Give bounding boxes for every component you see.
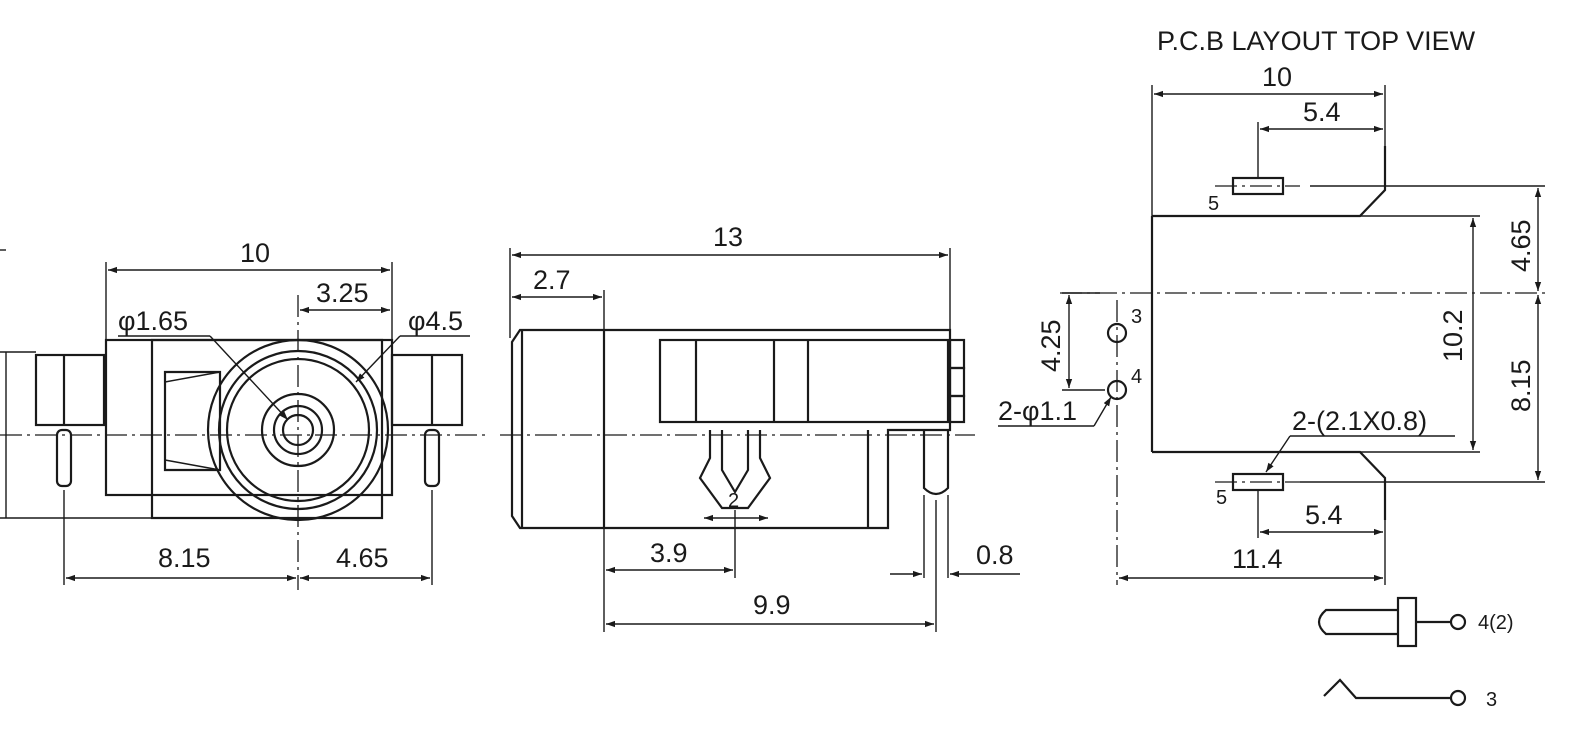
top-pad-label: 5 — [1208, 193, 1219, 215]
hole-large-dim: φ4.5 — [408, 306, 463, 336]
pcb-pads-dim: 2-(2.1X0.8) — [1292, 406, 1427, 436]
pcb-hole-spacing-dim: 4.25 — [1036, 319, 1066, 372]
front-view: 10 3.25 φ1.65 φ4.5 8.15 4.65 — [0, 238, 490, 590]
pcb-top-pad-dim: 5.4 — [1303, 97, 1341, 127]
pcb-bottom-pad-dim: 5.4 — [1305, 500, 1343, 530]
pcb-height-dim: 10.2 — [1438, 309, 1468, 362]
side-pin-label: 2 — [728, 490, 739, 512]
hole-3-label: 3 — [1131, 306, 1142, 328]
side-pin-width-dim: 0.8 — [976, 540, 1014, 570]
front-right-dim: 4.65 — [336, 543, 389, 573]
pcb-layout-view: 5 5 3 4 10 5.4 10.2 4.65 8.15 — [998, 62, 1545, 585]
schematic-symbol: 4(2) 3 — [1317, 596, 1514, 711]
pcb-width-dim: 10 — [1262, 62, 1292, 92]
front-offset-dim: 3.25 — [316, 278, 369, 308]
schematic-pin-4: 4(2) — [1478, 612, 1514, 634]
pcb-upper-dim: 4.65 — [1506, 219, 1536, 272]
side-rear-dim: 9.9 — [753, 590, 791, 620]
pcb-holes-dim: 2-φ1.1 — [998, 396, 1077, 426]
pcb-layout-title: P.C.B LAYOUT TOP VIEW — [1157, 26, 1476, 56]
side-pin-pos-dim: 3.9 — [650, 538, 688, 568]
schematic-pin-3: 3 — [1486, 689, 1497, 711]
side-length-dim: 13 — [713, 222, 743, 252]
side-front-dim: 2.7 — [533, 265, 571, 295]
front-left-dim: 8.15 — [158, 543, 211, 573]
pcb-lower-dim: 8.15 — [1506, 359, 1536, 412]
pcb-total-width-dim: 11.4 — [1232, 544, 1283, 574]
front-width-dim: 10 — [240, 238, 270, 268]
hole-small-dim: φ1.65 — [118, 306, 188, 336]
hole-4-label: 4 — [1131, 366, 1142, 388]
bottom-pad-label: 5 — [1216, 487, 1227, 509]
side-view: 13 2.7 2 3.9 9.9 0.8 — [500, 222, 1020, 632]
